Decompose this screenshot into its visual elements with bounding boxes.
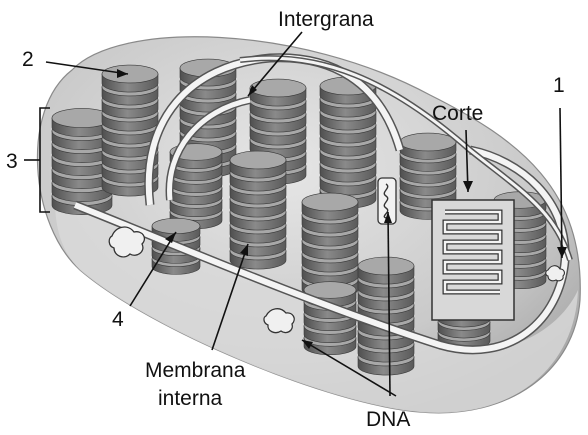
label-membrana-line1: Membrana [145, 359, 246, 382]
dna-blob-left [109, 227, 144, 257]
label-dna: DNA [366, 408, 410, 431]
label-intergrana: Intergrana [278, 8, 374, 31]
label-3: 3 [6, 150, 18, 173]
label-membrana-line2: interna [158, 387, 223, 410]
label-2: 2 [22, 48, 34, 71]
label-1: 1 [553, 74, 565, 97]
label-corte: Corte [432, 102, 483, 125]
granum-stack [230, 151, 286, 269]
label-4: 4 [112, 308, 124, 331]
section-cut [432, 200, 514, 320]
